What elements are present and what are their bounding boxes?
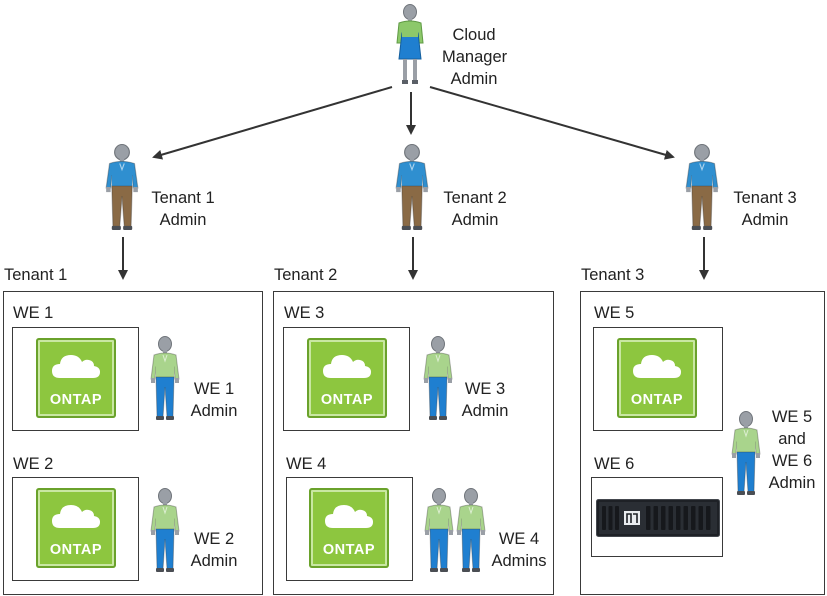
- cloud-icon: [52, 505, 100, 528]
- ontap-logo: ONTAP: [617, 338, 697, 418]
- we1-admin-label: WE 1 Admin: [184, 378, 244, 422]
- label-line: Admin: [450, 70, 498, 88]
- tenant3-admin-figure-icon: [685, 143, 719, 231]
- we2-admin-label: WE 2 Admin: [184, 528, 244, 572]
- ontap-logo: ONTAP: [309, 488, 389, 568]
- label-line: WE 3: [464, 380, 506, 398]
- tenant3-admin-label: Tenant 3 Admin: [728, 187, 802, 231]
- label-line: Manager: [442, 48, 508, 66]
- we2-admin-figure-icon: [150, 487, 180, 573]
- ontap-label: ONTAP: [320, 392, 374, 408]
- we5-title: WE 5: [594, 304, 635, 322]
- arrow-cloud-to-tenant1: [152, 86, 393, 160]
- label-line: Tenant 1: [151, 189, 215, 207]
- ontap-label: ONTAP: [49, 392, 103, 408]
- ontap-logo: ONTAP: [307, 338, 387, 418]
- label-line: WE 2: [193, 530, 235, 548]
- tenant2-admin-figure-icon: [395, 143, 429, 231]
- we6-title: WE 6: [594, 455, 635, 473]
- we1-admin-figure-icon: [150, 335, 180, 421]
- label-line: Admin: [159, 211, 207, 229]
- cloud-manager-admin-label: Cloud Manager Admin: [442, 24, 508, 90]
- arrow-cloud-to-tenant3: [429, 86, 675, 160]
- label-line: WE 4: [498, 530, 540, 548]
- label-line: and: [778, 430, 806, 448]
- tenant1-admin-label: Tenant 1 Admin: [146, 187, 220, 231]
- label-line: Admin: [190, 402, 238, 420]
- storage-system-icon: [596, 499, 720, 537]
- we4-title: WE 4: [286, 455, 327, 473]
- we4-admin-figure-icon: [456, 487, 486, 573]
- we2-title: WE 2: [13, 455, 54, 473]
- ontap-label: ONTAP: [322, 542, 376, 558]
- tenant1-title: Tenant 1: [4, 266, 68, 284]
- label-line: Admins: [491, 552, 547, 570]
- we3-title: WE 3: [284, 304, 325, 322]
- cloud-icon: [633, 355, 681, 378]
- tenant2-title: Tenant 2: [274, 266, 338, 284]
- label-line: Admin: [768, 474, 816, 492]
- label-line: WE 5: [771, 408, 813, 426]
- tenant3-title: Tenant 3: [581, 266, 645, 284]
- we1-title: WE 1: [13, 304, 54, 322]
- label-line: Admin: [461, 402, 509, 420]
- we4-admins-label: WE 4 Admins: [488, 528, 550, 572]
- we5-we6-admin-figure-icon: [731, 410, 761, 496]
- ontap-logo: ONTAP: [36, 488, 116, 568]
- ontap-label: ONTAP: [630, 392, 684, 408]
- we3-admin-figure-icon: [423, 335, 453, 421]
- cloud-icon: [323, 355, 371, 378]
- label-line: WE 1: [193, 380, 235, 398]
- cloud-manager-admin-figure-icon: [393, 3, 427, 85]
- label-line: Admin: [190, 552, 238, 570]
- label-line: Admin: [451, 211, 499, 229]
- label-line: WE 6: [771, 452, 813, 470]
- we4-admin-figure-icon: [424, 487, 454, 573]
- label-line: Cloud: [452, 26, 496, 44]
- label-line: Admin: [741, 211, 789, 229]
- ontap-label: ONTAP: [49, 542, 103, 558]
- tenant1-admin-figure-icon: [105, 143, 139, 231]
- label-line: Tenant 3: [733, 189, 797, 207]
- cloud-icon: [52, 355, 100, 378]
- ontap-logo: ONTAP: [36, 338, 116, 418]
- we5-we6-admin-label: WE 5 and WE 6 Admin: [762, 406, 822, 494]
- we3-admin-label: WE 3 Admin: [455, 378, 515, 422]
- label-line: Tenant 2: [443, 189, 507, 207]
- tenant2-admin-label: Tenant 2 Admin: [438, 187, 512, 231]
- cloud-icon: [325, 505, 373, 528]
